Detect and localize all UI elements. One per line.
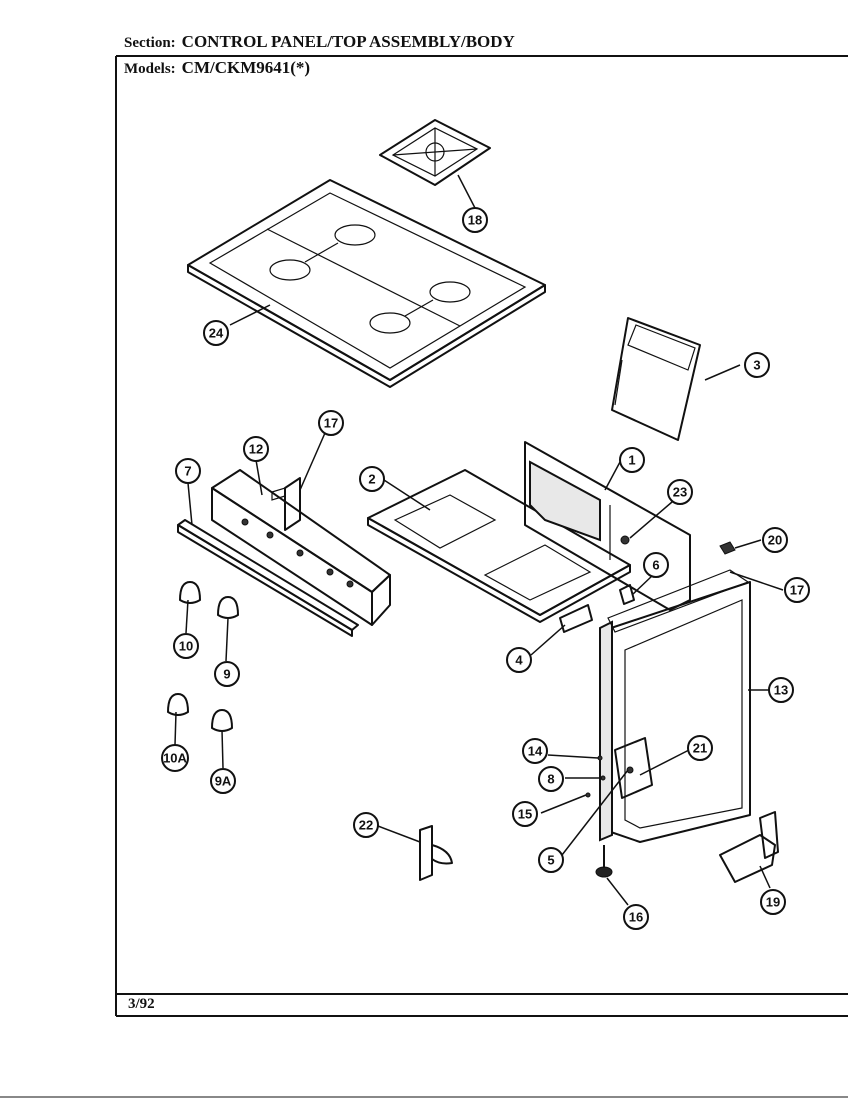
callout-label-16: 16	[629, 910, 643, 925]
models-key: Models:	[124, 61, 176, 77]
leveling-leg	[595, 845, 613, 878]
callout-label-9a: 9A	[215, 774, 232, 789]
callout-label-6: 6	[652, 558, 659, 573]
clip	[719, 541, 736, 555]
callout-label-17-right: 17	[790, 583, 804, 598]
callout-21: 21	[687, 735, 713, 761]
side-hardware	[585, 737, 653, 799]
callout-17-right: 17	[784, 577, 810, 603]
models-value: CM/CKM9641(*)	[181, 58, 311, 77]
callout-label-7: 7	[184, 464, 191, 479]
callout-label-3: 3	[753, 358, 760, 373]
callout-17-top: 17	[318, 410, 344, 436]
callout-3: 3	[744, 352, 770, 378]
callout-label-8: 8	[547, 772, 554, 787]
callout-label-9: 9	[223, 667, 230, 682]
callout-12: 12	[243, 436, 269, 462]
callout-1: 1	[619, 447, 645, 473]
callout-15: 15	[512, 801, 538, 827]
callout-label-17-top: 17	[324, 416, 338, 431]
callout-22: 22	[353, 812, 379, 838]
callout-label-15: 15	[518, 807, 532, 822]
callout-label-10: 10	[179, 639, 193, 654]
callout-label-12: 12	[249, 442, 263, 457]
callout-9: 9	[214, 661, 240, 687]
manifold-rail	[177, 519, 359, 637]
callout-2: 2	[359, 466, 385, 492]
control-panel	[211, 469, 391, 626]
back-panel	[611, 317, 701, 441]
callout-label-20: 20	[768, 533, 782, 548]
door-latch	[419, 825, 453, 881]
anti-tip-bracket	[719, 811, 779, 883]
callout-9a: 9A	[210, 768, 236, 794]
callout-label-14: 14	[528, 744, 543, 759]
callout-4: 4	[506, 647, 532, 673]
callout-label-21: 21	[693, 741, 707, 756]
callout-16: 16	[623, 904, 649, 930]
callout-23: 23	[667, 479, 693, 505]
leader-lines	[174, 174, 784, 906]
callout-label-13: 13	[774, 683, 788, 698]
callout-8: 8	[538, 766, 564, 792]
main-top	[187, 179, 546, 388]
section-header: Section: CONTROL PANEL/TOP ASSEMBLY/BODY	[124, 32, 515, 52]
callout-18: 18	[462, 207, 488, 233]
burner-grate	[379, 119, 491, 186]
callout-13: 13	[768, 677, 794, 703]
callout-24: 24	[203, 320, 229, 346]
body-side-panel	[599, 569, 751, 843]
section-title: CONTROL PANEL/TOP ASSEMBLY/BODY	[181, 32, 515, 51]
callout-label-4: 4	[515, 653, 523, 668]
callout-5: 5	[538, 847, 564, 873]
callout-6: 6	[643, 552, 669, 578]
callout-10a: 10A	[161, 744, 189, 772]
models-header: Models: CM/CKM9641(*)	[124, 58, 310, 78]
callout-20: 20	[762, 527, 788, 553]
callout-label-10a: 10A	[163, 751, 187, 766]
diagram-frame	[0, 55, 848, 1098]
small-fasteners	[619, 535, 635, 605]
burner-box	[367, 469, 631, 623]
section-key: Section:	[124, 35, 176, 51]
callout-14: 14	[522, 738, 548, 764]
callout-label-23: 23	[673, 485, 687, 500]
panel-bracket	[271, 477, 301, 531]
callout-19-right: 19	[760, 889, 786, 915]
callout-label-18: 18	[468, 213, 482, 228]
callout-10: 10	[173, 633, 199, 659]
callout-label-24: 24	[209, 326, 224, 341]
callout-label-1: 1	[628, 453, 635, 468]
callout-label-5: 5	[547, 853, 554, 868]
callout-label-22: 22	[359, 818, 373, 833]
callout-label-2: 2	[368, 472, 375, 487]
revision-date: 3/92	[128, 996, 155, 1012]
callout-label-19-right: 19	[766, 895, 780, 910]
callout-7: 7	[175, 458, 201, 484]
